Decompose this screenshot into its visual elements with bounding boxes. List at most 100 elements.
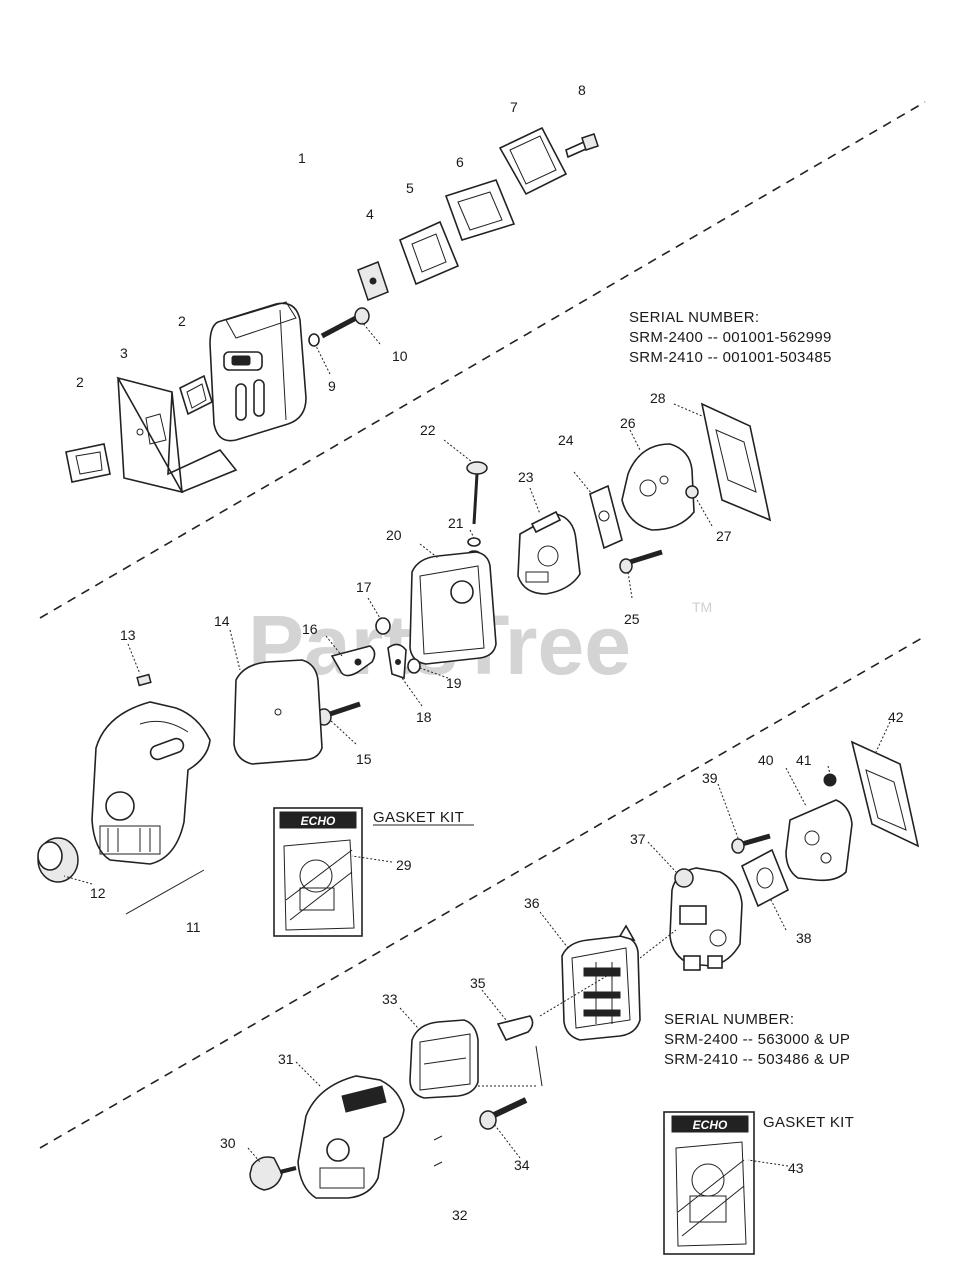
callout-33: 33 [382, 991, 398, 1007]
callout-1: 1 [298, 150, 306, 166]
callout-5: 5 [406, 180, 414, 196]
part-2-lower-gasket [65, 443, 111, 483]
callout-10: 10 [392, 348, 408, 364]
part-22-primer [466, 461, 488, 525]
serial-lower-line2: SRM-2410 -- 503486 & UP [664, 1051, 850, 1068]
part-28-gasket [700, 402, 772, 522]
part-12-knob [37, 837, 79, 883]
part-16-choke-plate [330, 645, 376, 677]
callout-3: 3 [120, 345, 128, 361]
part-24-gasket [589, 484, 623, 550]
callout-30: 30 [220, 1135, 236, 1151]
part-15-bolt [316, 701, 361, 726]
part-13-clip [136, 673, 152, 687]
callout-8: 8 [578, 82, 586, 98]
gasket-kit-43-title: GASKET KIT [763, 1114, 854, 1131]
part-41-nut [823, 773, 837, 787]
callout-19: 19 [446, 675, 462, 691]
callout-43: 43 [788, 1160, 804, 1176]
serial-lower-line1: SRM-2400 -- 563000 & UP [664, 1031, 850, 1048]
callout-4: 4 [366, 206, 374, 222]
part-14-air-filter [233, 659, 323, 765]
callout-2-muffler: 2 [178, 313, 186, 329]
part-26-cover [621, 443, 695, 531]
callout-37: 37 [630, 831, 646, 847]
gasket-kit-29-brand: ECHO [301, 814, 336, 828]
part-7-plate [498, 126, 568, 196]
part-5-gasket [398, 220, 460, 286]
part-9-washer [308, 333, 320, 347]
callout-35: 35 [470, 975, 486, 991]
part-37-carburetor [669, 867, 743, 971]
callout-14: 14 [214, 613, 230, 629]
part-3-heat-shield [116, 376, 238, 494]
leader-lines [63, 321, 891, 1167]
part-33-filter [409, 1019, 479, 1099]
callout-13: 13 [120, 627, 136, 643]
gasket-kit-29: ECHO [273, 807, 363, 937]
part-25-bolt [619, 549, 663, 574]
part-34-bolt [479, 1097, 528, 1130]
callout-7: 7 [510, 99, 518, 115]
part-23-carburetor [517, 510, 581, 595]
callout-numbers: 1 2 2 3 4 5 6 7 8 9 10 11 12 13 14 15 16… [76, 82, 904, 1223]
part-38-gasket [740, 848, 790, 908]
part-36-filter-case [561, 924, 641, 1041]
gasket-kit-43: ECHO [663, 1111, 755, 1255]
callout-21: 21 [448, 515, 464, 531]
callout-9: 9 [328, 378, 336, 394]
separator-line-upper [39, 101, 926, 619]
part-27-nut [685, 485, 699, 499]
part-30-knob [249, 1156, 297, 1191]
callout-31: 31 [278, 1051, 294, 1067]
separator-line-lower [39, 637, 923, 1149]
part-8-bolt [565, 133, 599, 159]
callout-16: 16 [302, 621, 318, 637]
callout-41: 41 [796, 752, 812, 768]
callout-25: 25 [624, 611, 640, 627]
callout-12: 12 [90, 885, 106, 901]
callout-32: 32 [452, 1207, 468, 1223]
part-4-block [357, 261, 389, 301]
callout-2-gasket: 2 [76, 374, 84, 390]
callout-27: 27 [716, 528, 732, 544]
callout-29: 29 [396, 857, 412, 873]
callout-36: 36 [524, 895, 540, 911]
serial-lower-heading: SERIAL NUMBER: [664, 1011, 794, 1028]
gasket-kit-43-brand: ECHO [693, 1118, 728, 1132]
part-42-gasket [850, 740, 920, 848]
gasket-kit-29-title: GASKET KIT [373, 809, 464, 826]
callout-42: 42 [888, 709, 904, 725]
part-40-cover [785, 799, 853, 882]
part-2-muffler [209, 301, 307, 442]
serial-upper-line1: SRM-2400 -- 001001-562999 [629, 329, 832, 346]
callout-26: 26 [620, 415, 636, 431]
callout-40: 40 [758, 752, 774, 768]
callout-34: 34 [514, 1157, 530, 1173]
serial-upper-heading: SERIAL NUMBER: [629, 309, 759, 326]
part-11-cover [91, 701, 211, 915]
part-17-washer [375, 617, 391, 635]
part-2-gasket [179, 374, 213, 416]
part-20-filter-case [409, 551, 497, 665]
callout-17: 17 [356, 579, 372, 595]
part-31-cover [297, 1075, 405, 1199]
part-39-bolt [731, 833, 771, 854]
part-18-bracket [387, 643, 407, 680]
callout-28: 28 [650, 390, 666, 406]
callout-11: 11 [186, 919, 201, 935]
callout-38: 38 [796, 930, 812, 946]
callout-24: 24 [558, 432, 574, 448]
part-6-gasket [444, 179, 516, 241]
callout-15: 15 [356, 751, 372, 767]
part-19-washer [407, 658, 421, 674]
part-35-choke [496, 1015, 543, 1087]
part-10-bolt [320, 307, 370, 339]
callout-6: 6 [456, 154, 464, 170]
serial-upper-line2: SRM-2410 -- 001001-503485 [629, 349, 832, 366]
callout-20: 20 [386, 527, 402, 543]
part-32-spring [433, 1135, 443, 1167]
callout-23: 23 [518, 469, 534, 485]
